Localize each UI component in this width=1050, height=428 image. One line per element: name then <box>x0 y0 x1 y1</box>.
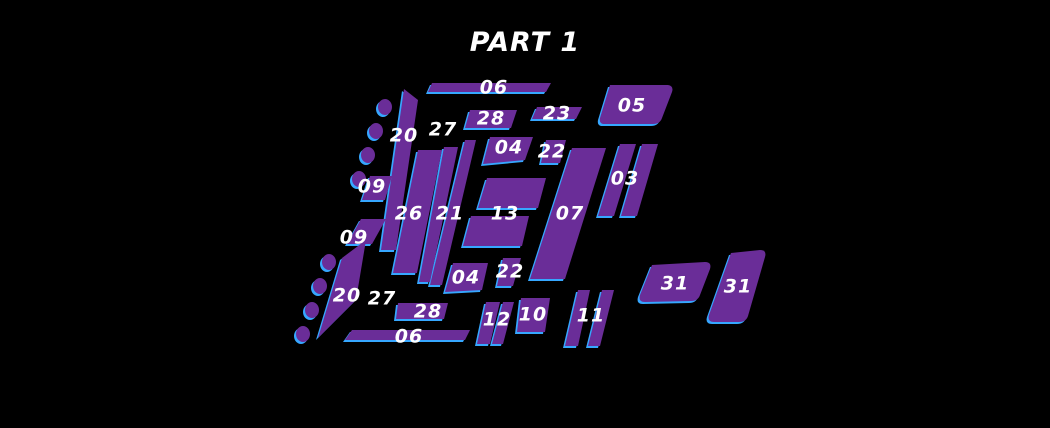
part-10 <box>517 298 550 332</box>
diagram-title: PART 1 <box>470 27 580 58</box>
label-12: 12 <box>483 309 511 331</box>
dot-upper-2 <box>369 123 383 139</box>
part-labels: 06 28 23 05 20 27 04 22 03 09 26 21 13 0… <box>333 77 752 348</box>
label-20-top: 20 <box>390 125 418 147</box>
label-11: 11 <box>577 305 605 327</box>
dot-lower-3 <box>305 302 319 318</box>
label-31-a: 31 <box>661 273 689 295</box>
label-22-top: 22 <box>538 141 566 163</box>
label-21: 21 <box>436 203 464 225</box>
label-23: 23 <box>543 103 571 125</box>
label-26: 26 <box>395 203 423 225</box>
part-13-a <box>478 178 546 208</box>
part-12-b <box>492 302 514 344</box>
dot-lower-4 <box>296 326 310 342</box>
part-31-b <box>708 250 766 322</box>
label-03: 03 <box>611 168 639 190</box>
part-22-bottom <box>497 258 521 286</box>
part-28-bottom <box>396 303 448 319</box>
part-21-a <box>419 147 458 282</box>
part-11-a <box>565 290 590 346</box>
part-20-bottom <box>318 240 366 338</box>
part-05 <box>599 85 673 124</box>
label-20-bottom: 20 <box>333 285 361 307</box>
part-04-bottom <box>445 263 488 292</box>
dot-upper-3 <box>361 147 375 163</box>
label-27-top: 27 <box>429 119 457 141</box>
label-31-b: 31 <box>724 276 752 298</box>
label-28-bottom: 28 <box>414 301 442 323</box>
label-22-bottom: 22 <box>496 261 524 283</box>
label-06-top: 06 <box>480 77 508 99</box>
dot-upper-4 <box>352 171 366 187</box>
label-10: 10 <box>519 304 547 326</box>
part-04-top <box>483 137 533 164</box>
part-06-bottom <box>345 330 470 340</box>
part-12-a <box>477 302 500 344</box>
label-07: 07 <box>556 203 584 225</box>
label-06-bottom: 06 <box>395 326 423 348</box>
part-20-top <box>381 89 418 250</box>
part-22-top <box>541 140 566 163</box>
part-13-b <box>463 216 529 246</box>
part-09-lower <box>347 219 386 244</box>
parts-fill-layer <box>296 83 766 346</box>
part-23 <box>532 107 582 119</box>
label-09-upper: 09 <box>358 176 386 198</box>
label-04-top: 04 <box>495 137 523 159</box>
label-13: 13 <box>491 203 519 225</box>
part-11-b <box>588 290 614 346</box>
part-28-top <box>465 110 517 128</box>
part-26 <box>393 150 442 273</box>
label-28-top: 28 <box>477 108 505 130</box>
part-06-top <box>428 83 551 92</box>
part-03-a <box>598 144 636 216</box>
part-21-b <box>430 140 476 285</box>
part-07 <box>530 148 606 279</box>
label-27-bottom: 27 <box>368 288 396 310</box>
dot-upper-1 <box>378 99 392 115</box>
part-09-upper <box>362 176 392 200</box>
label-04-bottom: 04 <box>452 267 480 289</box>
label-05: 05 <box>618 95 646 117</box>
dot-lower-2 <box>313 278 327 294</box>
dot-lower-1 <box>322 254 336 270</box>
part-03-b <box>621 144 658 216</box>
label-09-lower: 09 <box>340 227 368 249</box>
part-31-a <box>639 262 711 302</box>
